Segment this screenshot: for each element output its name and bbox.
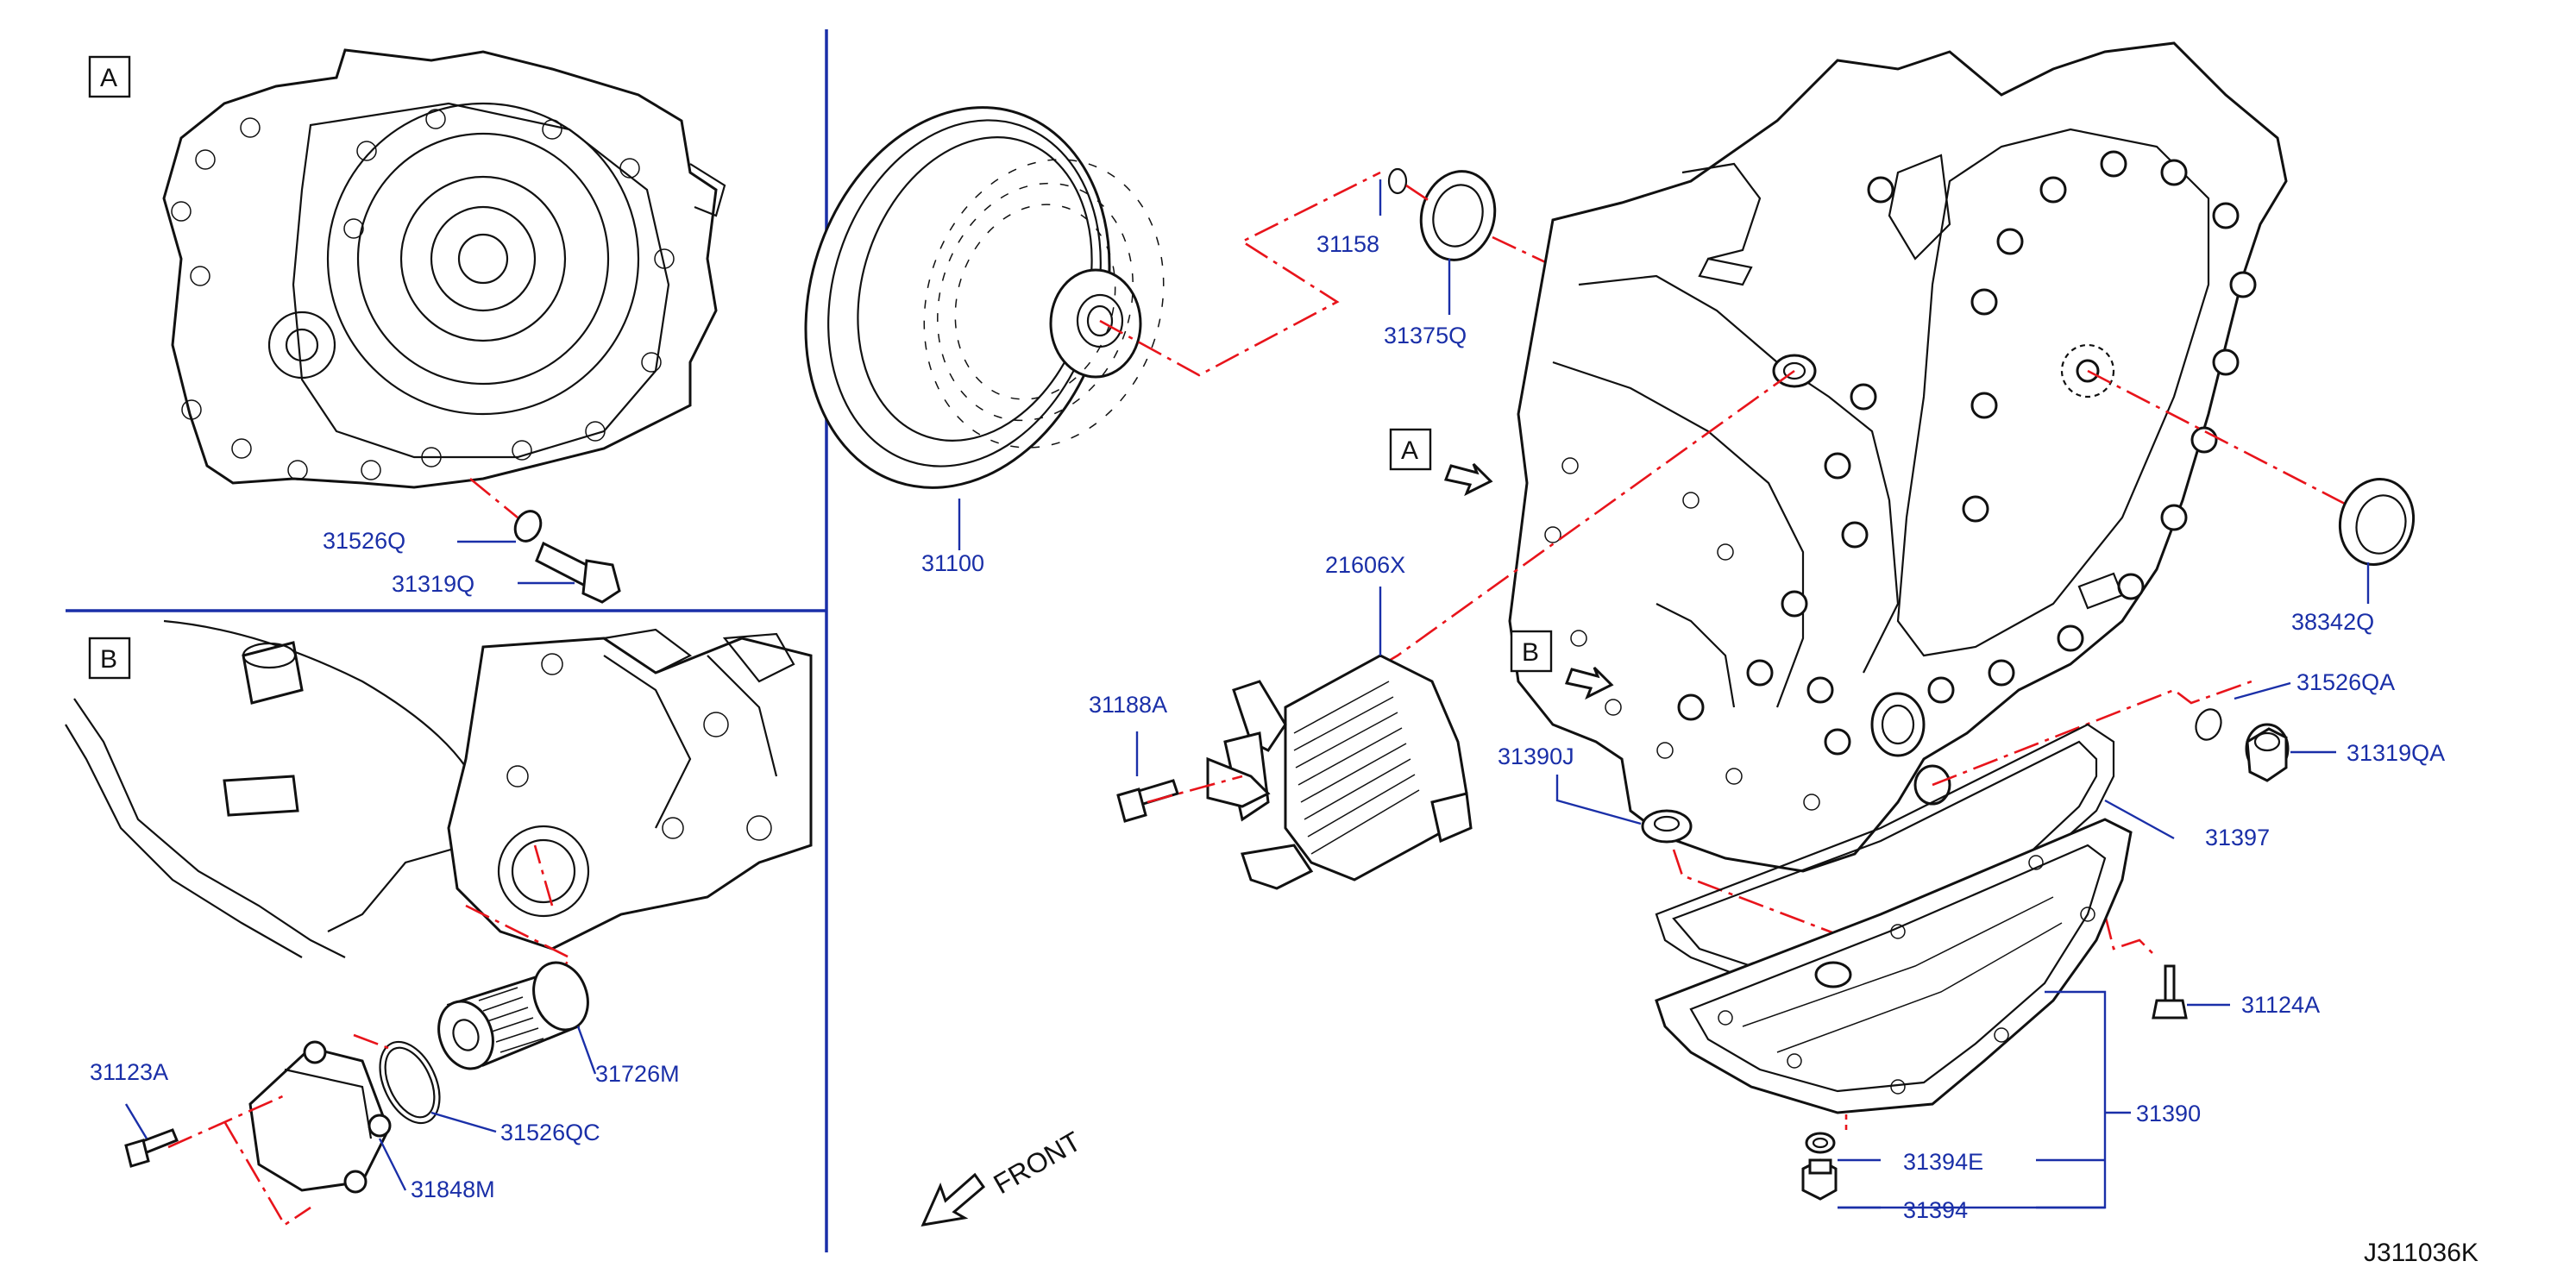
- torque-converter-31100: [804, 106, 1165, 489]
- oring-31158: [1387, 167, 1408, 195]
- bolt-31188a: [1116, 779, 1179, 823]
- bolt-31123a: [124, 1128, 179, 1168]
- part-label-31319qa: 31319QA: [2347, 740, 2445, 766]
- leader-lines: [124, 179, 2370, 1209]
- part-label-31848m: 31848M: [411, 1176, 495, 1202]
- part-label-31390: 31390: [2136, 1101, 2201, 1126]
- part-label-31375q: 31375Q: [1384, 323, 1467, 348]
- oil-pan-31390: [1655, 818, 2133, 1114]
- view-a-label: A: [100, 64, 117, 92]
- filter-cover-31848m: [248, 1040, 392, 1194]
- drain-plug-31394: [1801, 1158, 1838, 1201]
- part-label-31726m: 31726M: [595, 1061, 680, 1087]
- part-label-31188a: 31188A: [1089, 692, 1167, 718]
- oil-filter-31726m: [437, 961, 589, 1070]
- bolt-31124a: [2152, 964, 2188, 1020]
- transaxle-case: [1508, 41, 2288, 873]
- part-label-31526q: 31526Q: [323, 528, 405, 554]
- part-label-31124a: 31124A: [2241, 992, 2320, 1018]
- part-labels: 31526Q 31319Q 31123A 31726M 31526QC 3184…: [90, 231, 2445, 1223]
- seal-31375q: [1419, 170, 1497, 261]
- case-small-holes: [1544, 457, 1820, 811]
- view-b-marker: B: [1510, 630, 1614, 700]
- plug-31319qa: [2245, 723, 2290, 782]
- svg-text:B: B: [1522, 638, 1539, 667]
- part-label-31390j: 31390J: [1498, 744, 1574, 769]
- part-label-31319q: 31319Q: [392, 571, 474, 597]
- view-b-housing: [65, 619, 813, 958]
- plug-31319q: [535, 541, 621, 604]
- washer-31390j: [1641, 809, 1693, 844]
- oring-31526qc: [379, 1040, 441, 1125]
- view-a-housing: [162, 48, 726, 519]
- view-a-marker: A: [1389, 428, 1493, 497]
- diagram-code: J311036K: [2364, 1239, 2479, 1267]
- part-label-38342q: 38342Q: [2291, 609, 2374, 635]
- part-label-31394e: 31394E: [1903, 1149, 1983, 1175]
- part-label-31123a: 31123A: [90, 1059, 168, 1085]
- view-a-bolt-holes: [171, 109, 675, 480]
- view-a-callout-box: A: [88, 55, 131, 98]
- svg-text:A: A: [1401, 436, 1418, 465]
- view-b-label: B: [100, 645, 117, 674]
- washer-31526q: [513, 510, 543, 543]
- washer-31526qa: [2195, 708, 2222, 741]
- oil-cooler-21606x: [1206, 654, 1473, 890]
- front-direction-indicator: FRONT: [920, 1126, 1086, 1227]
- part-label-31394: 31394: [1903, 1197, 1968, 1223]
- front-label: FRONT: [989, 1126, 1086, 1200]
- part-label-31397: 31397: [2205, 825, 2270, 850]
- part-label-21606x: 21606X: [1325, 552, 1405, 578]
- part-label-31526qa: 31526QA: [2296, 669, 2395, 695]
- part-label-31526qc: 31526QC: [500, 1120, 600, 1145]
- gasket-31394e: [1805, 1132, 1836, 1154]
- view-b-callout-box: B: [88, 637, 131, 680]
- seal-38342q: [2338, 477, 2416, 567]
- part-label-31100: 31100: [921, 550, 984, 576]
- case-bolt-heads: [1677, 150, 2257, 756]
- part-label-31158: 31158: [1316, 231, 1379, 257]
